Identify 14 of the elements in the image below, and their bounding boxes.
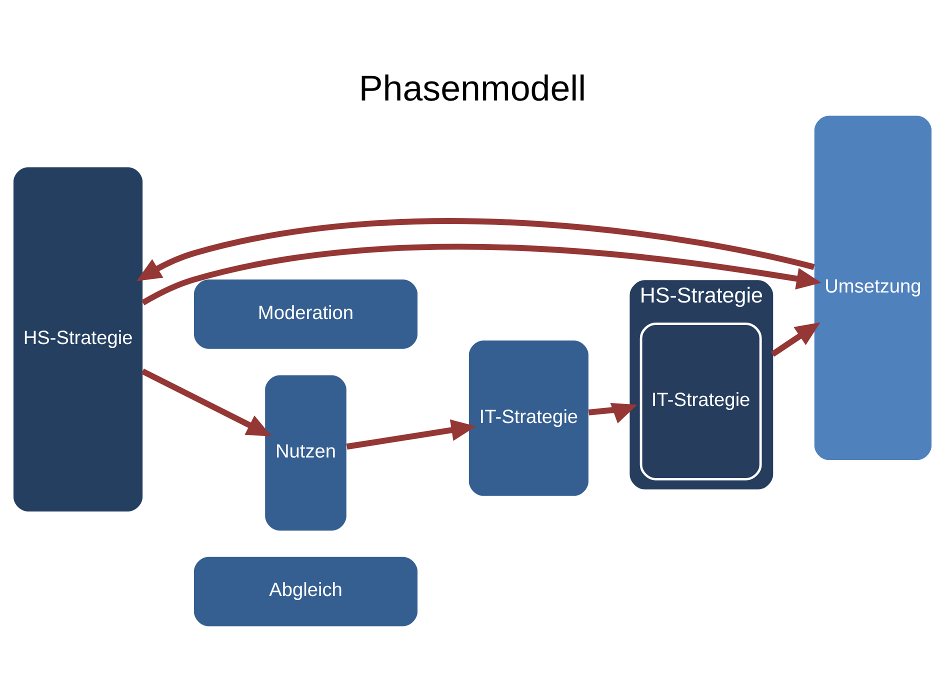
arrow — [136, 218, 815, 282]
arrow — [141, 244, 822, 306]
node-box: IT-Strategie — [468, 340, 588, 496]
node-box: Umsetzung — [814, 116, 932, 460]
node-box: Abgleich — [194, 556, 418, 626]
arrow — [141, 368, 272, 436]
arrow — [346, 419, 476, 450]
diagram-title: Phasenmodell — [358, 68, 586, 108]
node-box: Moderation — [194, 280, 418, 349]
arrow — [770, 322, 820, 357]
node-box: IT-Strategie — [640, 322, 762, 480]
node-box: Nutzen — [265, 375, 346, 531]
arrow — [588, 402, 638, 424]
node-box: HS-Strategie — [13, 167, 143, 512]
